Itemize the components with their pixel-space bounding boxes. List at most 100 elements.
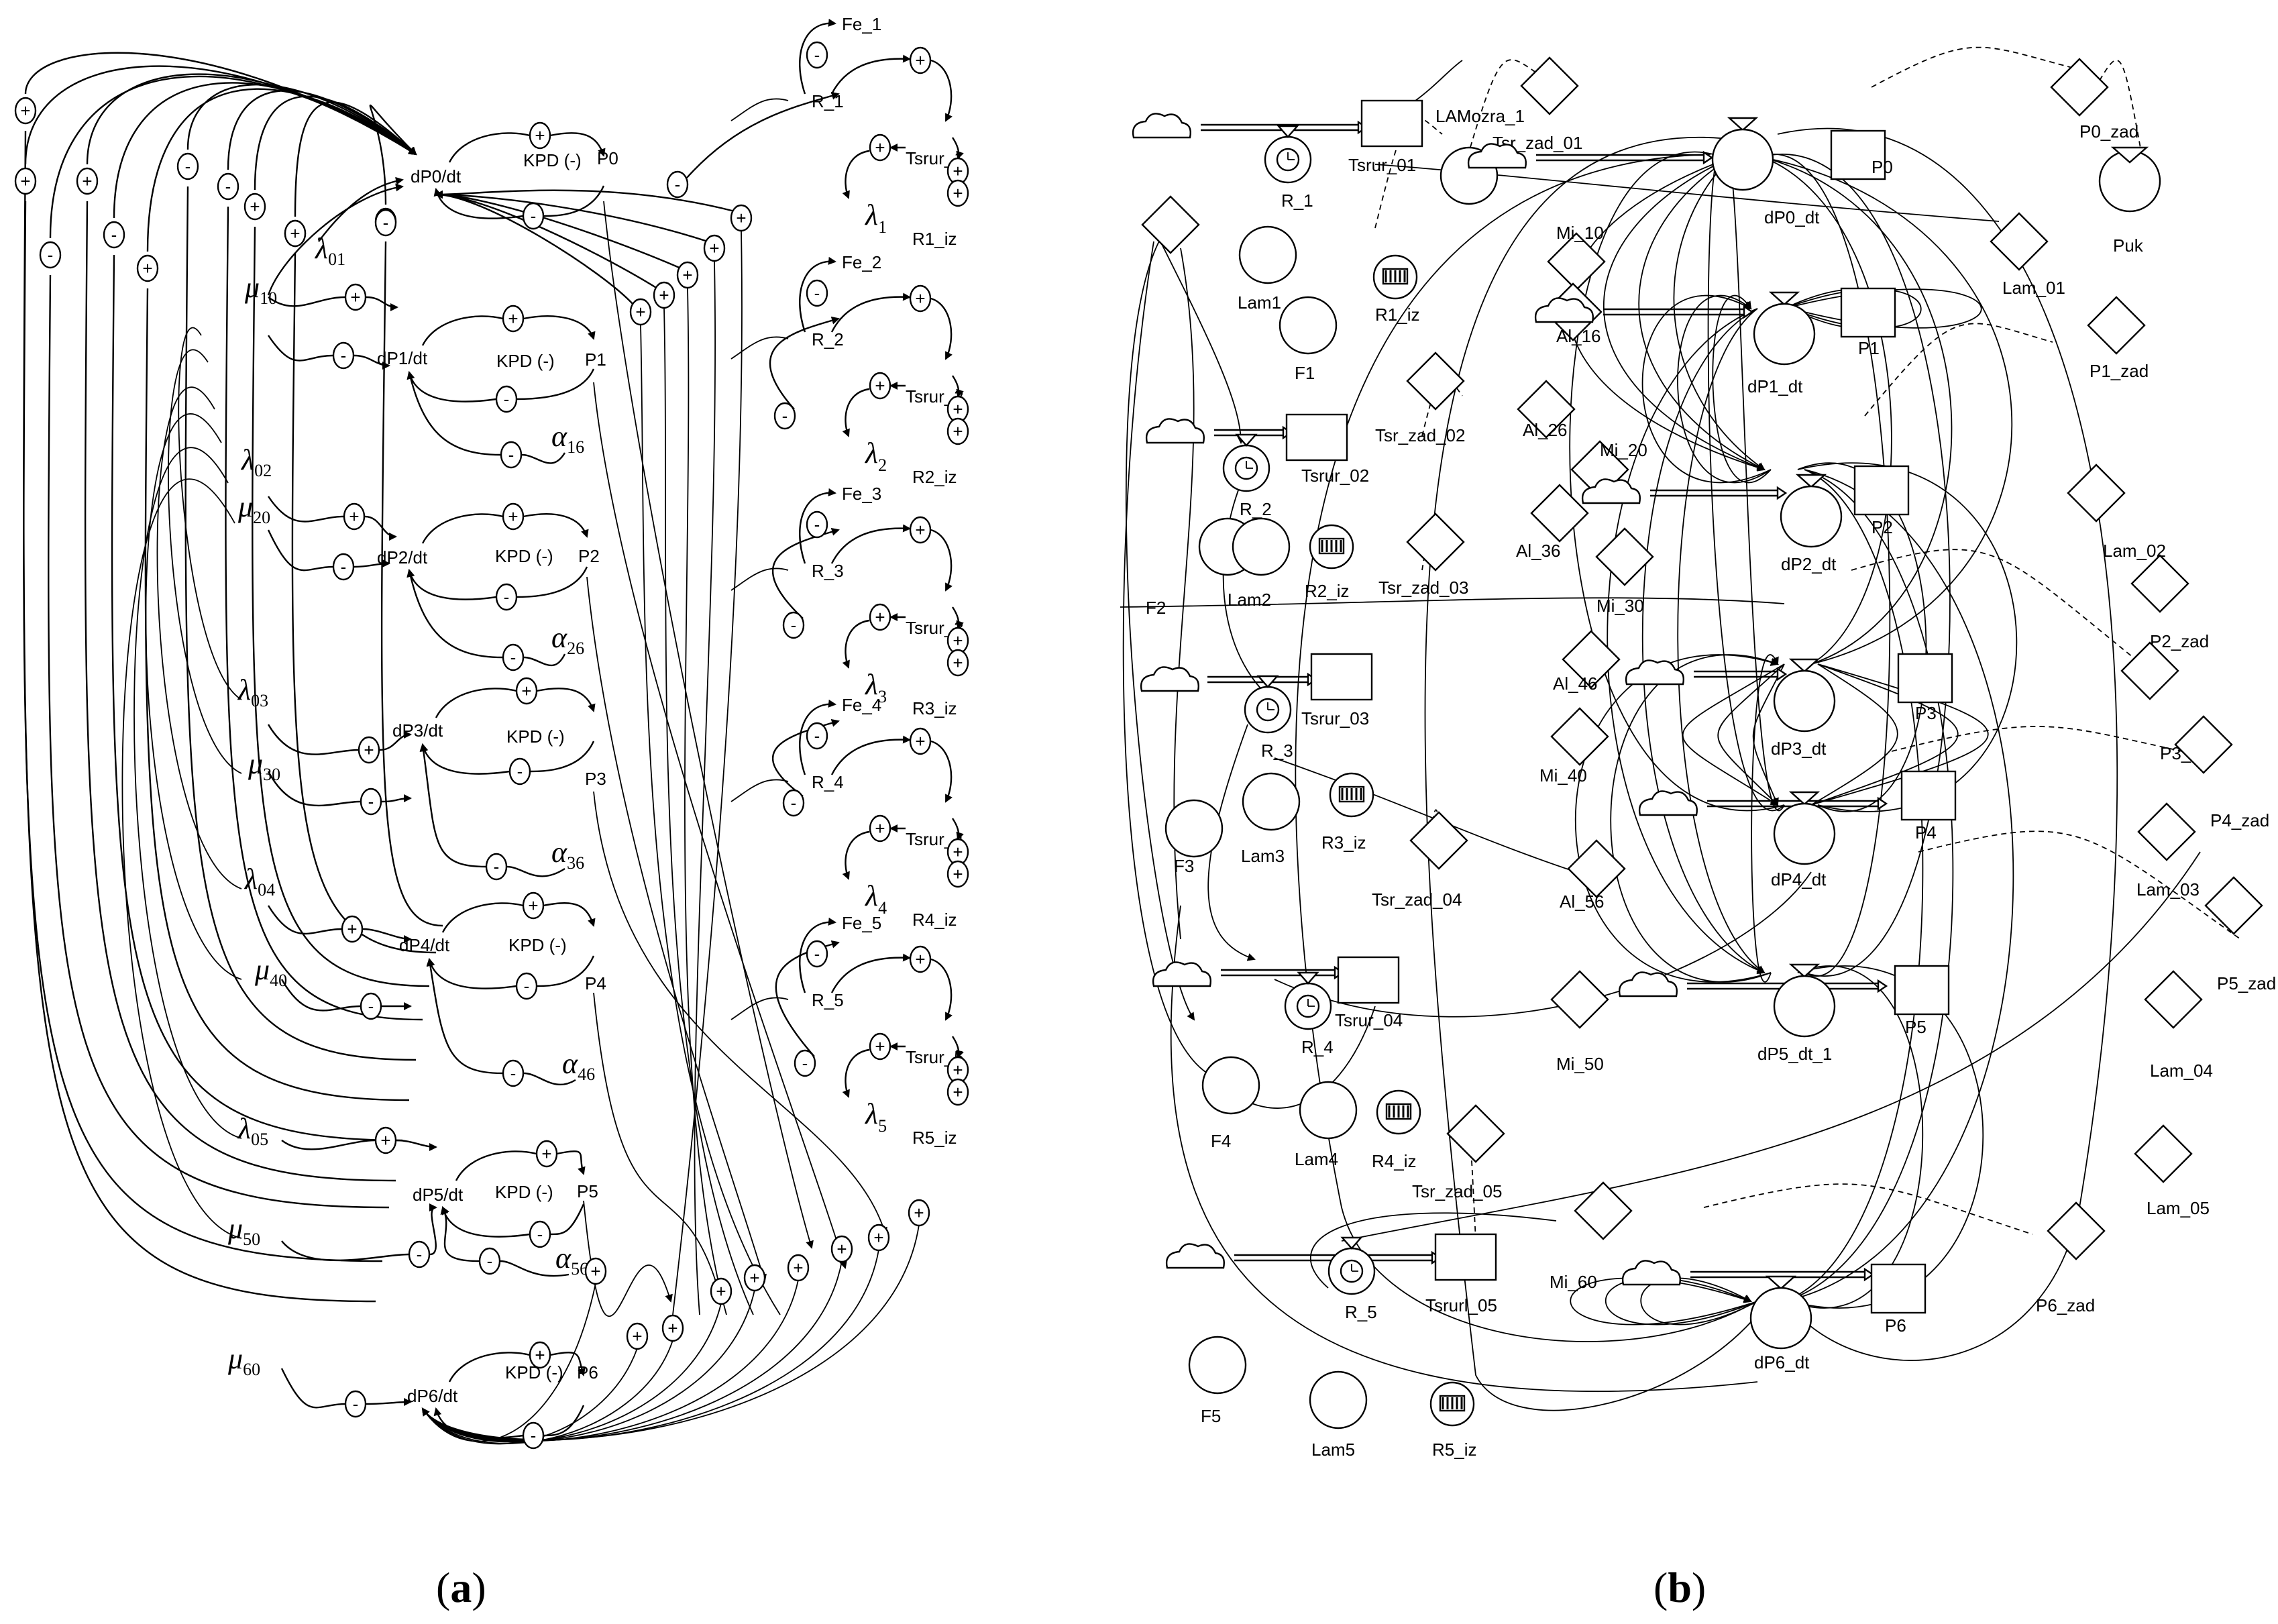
model-link — [1682, 663, 1785, 806]
alpha-branch-arrow — [441, 1206, 480, 1262]
sign-glyph: + — [535, 1345, 545, 1365]
constant-diamond: Tsr_zad_01 — [1493, 56, 1582, 153]
feeder — [267, 183, 404, 296]
constant-diamond: P6_zad — [2036, 1201, 2106, 1315]
r-iz-label: R1_iz — [912, 229, 957, 249]
left-arc — [121, 478, 242, 1239]
stock-label: Tsrur_01 — [1348, 155, 1416, 175]
kpd-label-0: KPD (-) — [523, 150, 582, 170]
sign-glyph: - — [537, 1224, 543, 1244]
auxiliary-label: dP0_dt — [1764, 207, 1820, 227]
model-link — [1374, 164, 2000, 222]
constant-diamond: Al_46 — [1553, 630, 1621, 694]
minus-node: - — [495, 385, 518, 413]
p2-label: P2 — [578, 546, 600, 566]
repair-arc — [730, 567, 789, 591]
constant-label: Lam_02 — [2103, 541, 2166, 561]
sign-glyph: - — [383, 213, 389, 233]
constant-diamond: Lam_05 — [2134, 1124, 2210, 1218]
plus-node: + — [743, 1264, 766, 1292]
alpha-branch — [500, 1260, 570, 1277]
alpha-branch — [523, 653, 566, 667]
stock-box: Tsrur_04 — [1335, 956, 1403, 1030]
sign-glyph: + — [635, 302, 645, 322]
repair-arc — [799, 18, 836, 95]
alpha-16: α16 — [551, 420, 584, 457]
model-link — [1712, 294, 1772, 484]
left-feedback-upper — [227, 89, 417, 170]
sign-glyph: + — [915, 288, 925, 309]
repair-arc — [830, 524, 911, 564]
auxiliary-circle: Lam3 — [1241, 772, 1301, 866]
flow-arrowhead — [1877, 979, 1888, 993]
constant-diamond: Tsr_zad_05 — [1412, 1104, 1505, 1201]
plus-node: + — [908, 1199, 930, 1227]
lower-return — [421, 1249, 879, 1442]
repair-arc — [930, 958, 953, 1021]
cloud-source-icon — [1618, 971, 1678, 997]
repair-arc — [952, 818, 964, 841]
sign-glyph: + — [953, 864, 963, 884]
auxiliary-label: dP2_dt — [1781, 554, 1837, 574]
constant-diamond: Al_26 — [1517, 380, 1576, 440]
lookup-table-icon: R4_iz — [1372, 1089, 1421, 1171]
lookup-table-label: R5_iz — [1432, 1440, 1476, 1460]
auxiliary-label: Lam2 — [1228, 590, 1271, 610]
stock-box: P1 — [1840, 287, 1896, 358]
p5-label: P5 — [577, 1181, 598, 1201]
stock-label: P3 — [1915, 703, 1937, 723]
constant-label: Tsr_zad_05 — [1412, 1181, 1502, 1201]
input-branch — [267, 724, 359, 755]
plus-node: + — [946, 179, 969, 207]
left-feedback-lower — [380, 241, 443, 927]
constant-diamond: Al_56 — [1560, 839, 1626, 912]
sign-glyph: + — [875, 607, 885, 627]
sign-glyph: + — [590, 1261, 600, 1281]
constant-diamond: P0_zad — [2050, 58, 2138, 142]
sign-glyph: + — [953, 183, 963, 203]
auxiliary-circle: Lam4 — [1295, 1081, 1358, 1169]
plus-node: + — [522, 891, 545, 920]
plus-node: + — [343, 502, 366, 531]
alpha-branch — [521, 452, 566, 464]
left-arc — [156, 386, 242, 889]
flow-arrowhead — [1743, 305, 1754, 319]
row-loop-top — [421, 513, 504, 544]
minus-node: - — [515, 972, 538, 1000]
flow-rate-clock-icon: R_1 — [1264, 125, 1313, 211]
kpd-label-4: KPD (-) — [508, 935, 567, 955]
left-feedback-lower — [291, 253, 437, 954]
lookup-table-label: R2_iz — [1305, 581, 1349, 601]
row-loop-top-arrow — [523, 315, 596, 340]
repair-arc — [830, 953, 911, 993]
plus-node: + — [730, 204, 753, 232]
plus-node: + — [946, 395, 969, 423]
flow-rate-label: R_4 — [1301, 1037, 1334, 1057]
sign-glyph: - — [48, 245, 54, 265]
constant-label: P4_zad — [2210, 810, 2269, 830]
plus-node: + — [909, 284, 932, 313]
fe-label: Fe_5 — [842, 913, 881, 933]
repair-arc — [952, 375, 964, 398]
constant-diamond — [1141, 195, 1200, 254]
model-link — [1125, 227, 1195, 1021]
sign-glyph: + — [875, 818, 885, 838]
stock-box: P6 — [1870, 1263, 1927, 1336]
dp2-dt-label: dP2/dt — [377, 547, 428, 567]
repair-arc — [842, 619, 870, 669]
left-feedback-upper — [146, 88, 417, 252]
left-feedback-lower — [23, 130, 376, 1303]
constant-label: Mi_30 — [1596, 596, 1644, 616]
constant-diamond: P1_zad — [2087, 296, 2149, 381]
auxiliary-circle: dP6_dt — [1749, 1287, 1812, 1372]
left-feedback-upper — [186, 83, 417, 156]
stock-box: Tsrur_02 — [1285, 413, 1369, 486]
lower-return — [421, 1224, 920, 1441]
sign-glyph: + — [535, 125, 545, 146]
dp0-dt-label: dP0/dt — [411, 166, 462, 186]
left-feedback-lower — [84, 201, 396, 1182]
p6-label: P6 — [577, 1362, 598, 1383]
plus-node: + — [626, 1322, 649, 1350]
auxiliary-label: dP6_dt — [1754, 1352, 1810, 1372]
